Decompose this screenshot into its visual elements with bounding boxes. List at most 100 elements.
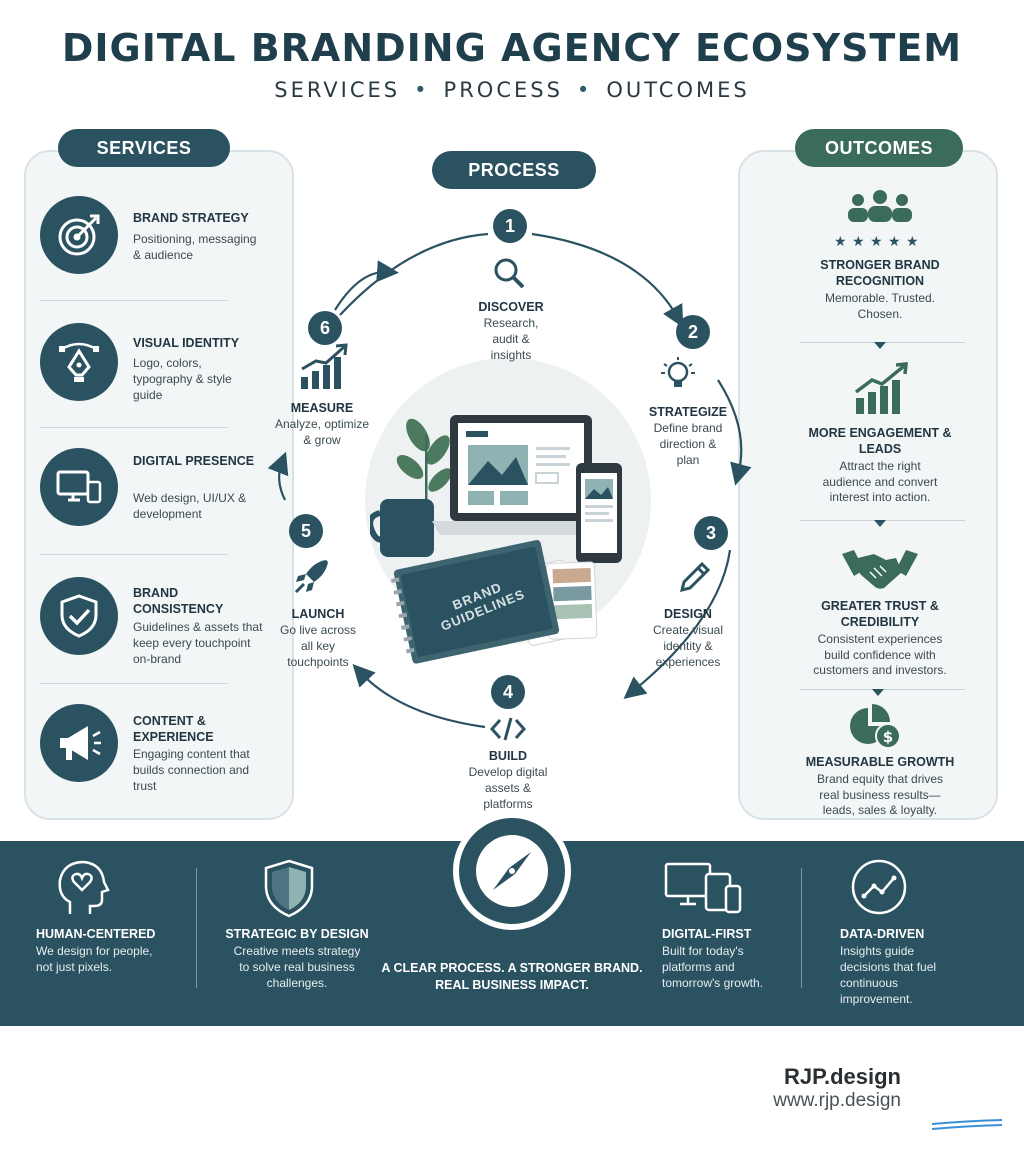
- step-name: BUILD: [488, 749, 528, 763]
- step-name: STRATEGIZE: [648, 405, 728, 419]
- outcomes-header: OUTCOMES: [795, 129, 963, 167]
- step-number: 2: [676, 315, 710, 349]
- subtitle-services: SERVICES: [274, 78, 401, 102]
- target-icon: [40, 196, 118, 274]
- service-desc: Engaging content that builds connection …: [133, 747, 250, 793]
- service-name: BRAND CONSISTENCY: [133, 586, 224, 616]
- brand-guidelines-book: [390, 539, 560, 664]
- process-cycle-arrows: [267, 232, 752, 729]
- devices-icon: [664, 862, 742, 914]
- step-number: 3: [694, 516, 728, 550]
- divider: [40, 683, 228, 684]
- compass-icon: [476, 835, 548, 907]
- outcome-brand-recognition: STRONGER BRAND RECOGNITION Memorable. Tr…: [790, 257, 970, 322]
- step-name: DESIGN: [664, 607, 712, 621]
- svg-text:★: ★: [906, 234, 919, 250]
- pillar-digital-first: DIGITAL-FIRST Built for today's platform…: [662, 926, 782, 991]
- handshake-icon: [842, 550, 918, 589]
- outcome-name: MEASURABLE GROWTH: [805, 755, 955, 769]
- service-name: DIGITAL PRESENCE: [133, 454, 255, 468]
- lightbulb-icon: [661, 357, 695, 387]
- divider: [40, 554, 228, 555]
- divider: [40, 300, 228, 301]
- service-name: BRAND STRATEGY: [133, 211, 249, 225]
- step-strategize: STRATEGIZE Define brand direction & plan: [628, 404, 748, 468]
- svg-text:★: ★: [870, 234, 883, 250]
- step-launch: LAUNCH Go live across all key touchpoint…: [258, 606, 378, 670]
- step-design: DESIGN Create visual identity & experien…: [628, 606, 748, 670]
- pillar-name: HUMAN-CENTERED: [36, 927, 156, 941]
- step-build: BUILD Develop digital assets & platforms: [448, 748, 568, 812]
- megaphone-icon: [40, 704, 118, 782]
- head-heart-icon: [58, 860, 110, 914]
- step-desc: Research, audit & insights: [483, 316, 539, 362]
- outcome-desc: Brand equity that drives real business r…: [816, 772, 944, 817]
- service-desc: Web design, UI/UX & development: [133, 491, 247, 521]
- service-desc: Positioning, messaging & audience: [133, 232, 257, 262]
- process-header: PROCESS: [432, 151, 596, 189]
- step-number: 6: [308, 311, 342, 345]
- shield-check-icon: [40, 577, 118, 655]
- divider: [196, 868, 197, 988]
- divider: [40, 427, 228, 428]
- magnifier-icon: [494, 258, 525, 289]
- pillar-name: DATA-DRIVEN: [840, 927, 925, 941]
- people-stars-icon: ★ ★ ★ ★ ★: [834, 190, 919, 250]
- shield-icon: [264, 859, 314, 918]
- step-number: 5: [289, 514, 323, 548]
- outcome-engagement-leads: MORE ENGAGEMENT & LEADS Attract the righ…: [790, 425, 970, 506]
- pillar-desc: Insights guide decisions that fuel conti…: [840, 944, 937, 1006]
- outcome-trust-credibility: GREATER TRUST & CREDIBILITY Consistent e…: [790, 598, 970, 679]
- pillar-desc: We design for people, not just pixels.: [36, 944, 153, 974]
- page-title: DIGITAL BRANDING AGENCY ECOSYSTEM: [61, 26, 963, 70]
- pillar-desc: Built for today's platforms and tomorrow…: [662, 944, 763, 990]
- service-name: CONTENT & EXPERIENCE: [133, 714, 214, 744]
- growth-chart-icon: [301, 343, 348, 389]
- brand-swoosh-icon: [931, 1119, 1003, 1130]
- step-desc: Analyze, optimize & grow: [274, 417, 370, 447]
- subtitle-process: PROCESS: [443, 78, 563, 102]
- bar-chart-up-icon: [854, 362, 908, 414]
- center-illustration: [370, 415, 622, 664]
- pillar-name: STRATEGIC BY DESIGN: [225, 927, 369, 941]
- outcome-name: MORE ENGAGEMENT & LEADS: [808, 426, 952, 456]
- outcome-desc: Attract the right audience and convert i…: [822, 459, 938, 504]
- devices-icon: [40, 448, 118, 526]
- divider: [801, 868, 802, 988]
- down-arrow-icon: [874, 342, 886, 349]
- outcome-desc: Memorable. Trusted. Chosen.: [824, 291, 936, 321]
- outcome-desc: Consistent experiences build confidence …: [813, 632, 947, 677]
- outcome-name: GREATER TRUST & CREDIBILITY: [821, 599, 939, 629]
- step-desc: Define brand direction & plan: [653, 421, 723, 467]
- service-desc: Guidelines & assets that keep every touc…: [133, 620, 263, 666]
- svg-text:★: ★: [852, 234, 865, 250]
- service-desc: Logo, colors, typography & style guide: [133, 356, 232, 402]
- outcome-name: STRONGER BRAND RECOGNITION: [820, 258, 940, 288]
- step-desc: Create visual identity & experiences: [652, 623, 724, 669]
- step-name: MEASURE: [290, 401, 354, 415]
- step-number: 1: [493, 209, 527, 243]
- step-discover: DISCOVER Research, audit & insights: [451, 299, 571, 363]
- svg-text:★: ★: [888, 234, 901, 250]
- laptop-icon: [432, 415, 610, 535]
- chart-circle-icon: [851, 859, 907, 915]
- brand-signature: RJP.design www.rjp.design: [773, 1064, 901, 1112]
- step-number: 4: [491, 675, 525, 709]
- svg-text:★: ★: [834, 234, 847, 250]
- step-measure: MEASURE Analyze, optimize & grow: [262, 400, 382, 448]
- compass-emblem: [453, 812, 571, 930]
- step-desc: Go live across all key touchpoints: [279, 623, 357, 669]
- step-name: DISCOVER: [478, 300, 544, 314]
- pillar-desc: Creative meets strategy to solve real bu…: [233, 944, 361, 990]
- step-desc: Develop digital assets & platforms: [468, 765, 548, 811]
- rocket-icon: [294, 560, 328, 594]
- pillar-name: DIGITAL-FIRST: [662, 927, 752, 941]
- outcome-measurable-growth: MEASURABLE GROWTH Brand equity that driv…: [790, 754, 970, 819]
- pillar-strategic-by-design: STRATEGIC BY DESIGN Creative meets strat…: [222, 926, 372, 991]
- mug-icon: [370, 499, 434, 557]
- brand-url[interactable]: www.rjp.design: [773, 1090, 901, 1111]
- svg-text:$: $: [883, 728, 893, 746]
- pillar-human-centered: HUMAN-CENTERED We design for people, not…: [36, 926, 186, 975]
- step-name: LAUNCH: [291, 607, 345, 621]
- brand-name: RJP.design: [784, 1064, 901, 1089]
